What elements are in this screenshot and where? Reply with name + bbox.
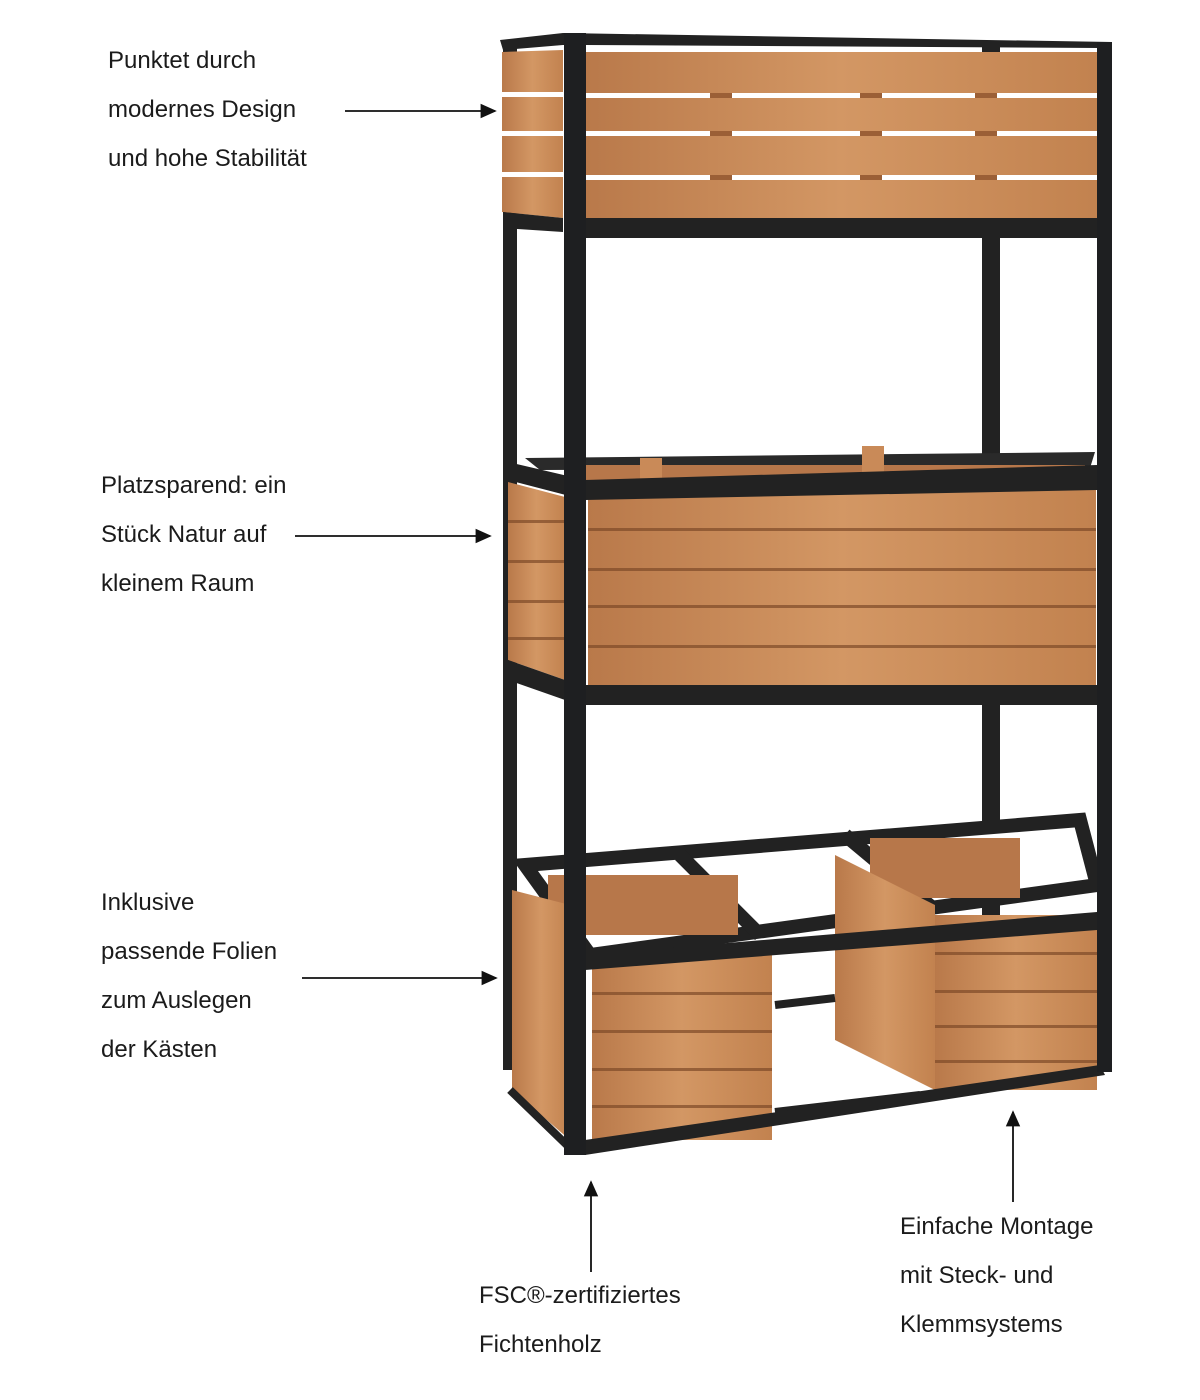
label-line: passende Folien (101, 938, 278, 965)
label-line: Punktet durch (108, 47, 257, 74)
middle-planter-box (508, 446, 1097, 705)
label-line: Platzsparend: ein (101, 472, 287, 499)
front-left-post (564, 33, 586, 1155)
bottom-planter-boxes (507, 812, 1106, 1155)
label-line: mit Steck- und (900, 1262, 1054, 1289)
label-line: und hohe Stabilität (108, 145, 307, 172)
front-right-post (1097, 42, 1112, 1072)
label-line: zum Auslegen (101, 987, 252, 1014)
label-space: Platzsparend: ein Stück Natur auf kleine… (101, 461, 286, 608)
top-planter-box (502, 50, 1097, 218)
label-line: Klemmsystems (900, 1311, 1063, 1338)
label-line: modernes Design (108, 96, 297, 123)
label-assembly: Einfache Montage mit Steck- und Klemmsys… (900, 1202, 1093, 1349)
label-line: Stück Natur auf (101, 521, 267, 548)
label-line: der Kästen (101, 1036, 218, 1063)
label-design: Punktet durch modernes Design und hohe S… (108, 36, 307, 183)
label-wood: FSC®-zertifiziertes Fichtenholz (479, 1271, 681, 1369)
label-line: FSC®-zertifiziertes (479, 1282, 681, 1309)
label-liners: Inklusive passende Folien zum Auslegen d… (101, 878, 277, 1074)
label-line: Fichtenholz (479, 1331, 602, 1358)
label-line: Einfache Montage (900, 1213, 1094, 1240)
label-line: kleinem Raum (101, 570, 255, 597)
label-line: Inklusive (101, 889, 195, 916)
